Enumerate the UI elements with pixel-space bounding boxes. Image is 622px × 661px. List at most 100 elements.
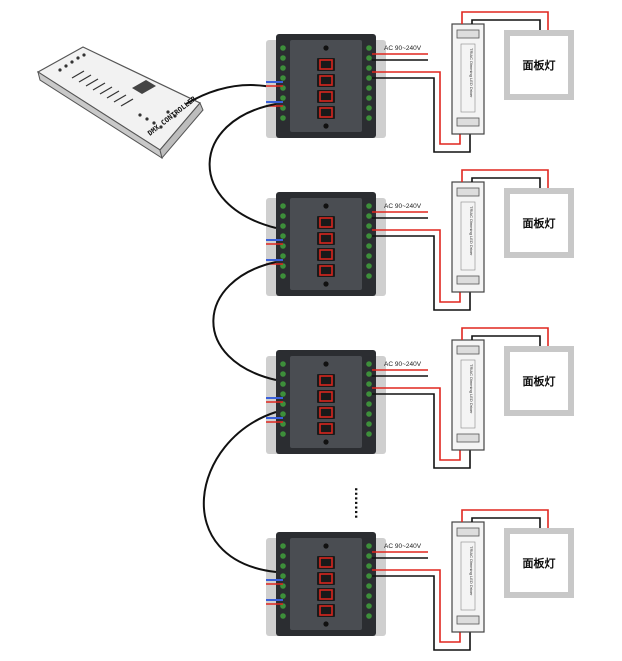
terminal: [366, 223, 372, 229]
decoder-button: [323, 439, 329, 445]
dmx-decoder: [266, 192, 386, 296]
panel-light: 面板灯: [504, 30, 574, 100]
terminal: [280, 253, 286, 259]
digit-cell: [317, 248, 335, 261]
terminal: [280, 371, 286, 377]
output-wire-black: [372, 393, 471, 469]
digit-cell: [317, 106, 335, 119]
dmx-cable-1-2: [208, 103, 277, 229]
terminal: [280, 273, 286, 279]
digit-cell: [317, 390, 335, 403]
driver-label: TRIAC Dimming LED Driver: [469, 364, 474, 414]
terminal: [366, 105, 372, 111]
ac-input-label: AC 90~240V: [384, 543, 422, 550]
terminal: [366, 573, 372, 579]
terminal: [280, 613, 286, 619]
terminal: [280, 411, 286, 417]
led-wire-black: [471, 19, 541, 30]
terminal: [366, 371, 372, 377]
panel-light: 面板灯: [504, 528, 574, 598]
panel-light-label: 面板灯: [523, 216, 556, 230]
terminal: [280, 213, 286, 219]
led-wire-black: [471, 177, 541, 188]
terminal: [366, 45, 372, 51]
decoder-button: [323, 281, 329, 287]
led-wire-red: [461, 11, 549, 30]
terminal: [366, 65, 372, 71]
terminal: [366, 431, 372, 437]
digit-cell: [317, 422, 335, 435]
decoder-button: [323, 203, 329, 209]
decoder-button: [323, 621, 329, 627]
terminal: [366, 381, 372, 387]
terminal: [366, 55, 372, 61]
terminal: [366, 75, 372, 81]
terminal: [366, 253, 372, 259]
terminal: [366, 401, 372, 407]
terminal: [366, 361, 372, 367]
terminal: [280, 593, 286, 599]
terminal: [366, 263, 372, 269]
digit-cell: [317, 374, 335, 387]
dmx-daisy-chain: [203, 103, 277, 573]
output-wire-red: [372, 569, 461, 643]
terminal: [280, 563, 286, 569]
driver-label: TRIAC Dimming LED Driver: [469, 206, 474, 256]
terminal: [280, 573, 286, 579]
led-wire-red: [461, 327, 549, 346]
terminal: [366, 593, 372, 599]
digit-cell: [317, 588, 335, 601]
led-wire-red: [461, 509, 549, 528]
dmx-cable-3-4: [203, 411, 277, 573]
dmx-cable-console: [185, 84, 277, 105]
digit-cell: [317, 264, 335, 277]
led-wire-black: [471, 335, 541, 346]
digit-cell: [317, 406, 335, 419]
terminal: [366, 543, 372, 549]
led-driver: TRIAC Dimming LED Driver: [451, 181, 485, 293]
output-wire-black: [372, 77, 471, 153]
terminal: [366, 603, 372, 609]
terminal: [366, 273, 372, 279]
decoder-button: [323, 123, 329, 129]
output-wire-red: [372, 71, 461, 145]
terminal: [366, 613, 372, 619]
led-driver: TRIAC Dimming LED Driver: [451, 521, 485, 633]
terminal: [366, 391, 372, 397]
panel-light-label: 面板灯: [523, 556, 556, 570]
terminal: [366, 563, 372, 569]
terminal: [366, 233, 372, 239]
output-wire-black: [372, 575, 471, 651]
terminal: [366, 421, 372, 427]
output-wire-black: [372, 235, 471, 311]
terminal: [366, 213, 372, 219]
driver-label: TRIAC Dimming LED Driver: [469, 546, 474, 596]
more-stages-ellipsis: ·······: [349, 487, 363, 519]
output-wire-red: [372, 387, 461, 461]
terminal: [280, 65, 286, 71]
dmx-cable-2-3: [212, 261, 277, 381]
panel-light-label: 面板灯: [523, 58, 556, 72]
digit-cell: [317, 604, 335, 617]
panel-light: 面板灯: [504, 188, 574, 258]
terminal: [280, 45, 286, 51]
led-wire-red: [461, 169, 549, 188]
panel-light: 面板灯: [504, 346, 574, 416]
terminal: [366, 411, 372, 417]
digit-cell: [317, 572, 335, 585]
decoder-button: [323, 45, 329, 51]
ac-input-label: AC 90~240V: [384, 45, 422, 52]
terminal: [280, 543, 286, 549]
terminal: [280, 95, 286, 101]
terminal: [280, 553, 286, 559]
terminal: [280, 233, 286, 239]
digit-cell: [317, 58, 335, 71]
led-driver: TRIAC Dimming LED Driver: [451, 23, 485, 135]
panel-light-label: 面板灯: [523, 374, 556, 388]
ac-input-label: AC 90~240V: [384, 361, 422, 368]
stage-1: AC 90~240V TRIAC Dimming LED Driver 面板灯: [266, 11, 574, 153]
terminal: [280, 381, 286, 387]
terminal: [280, 223, 286, 229]
